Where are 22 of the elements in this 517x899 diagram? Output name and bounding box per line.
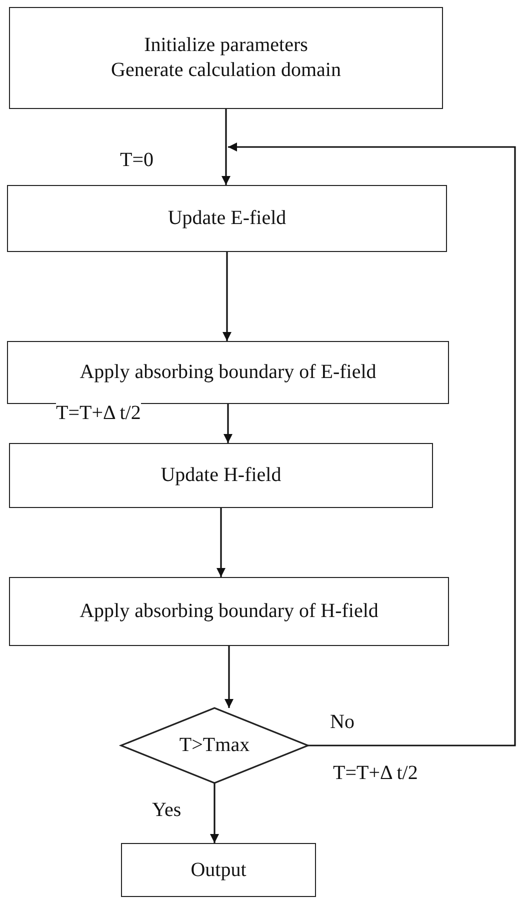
arrow <box>222 109 230 185</box>
node-text: T>Tmax <box>179 733 250 758</box>
arrow <box>224 404 232 443</box>
process-box <box>9 443 433 508</box>
node-text: Apply absorbing boundary of E-field <box>80 360 376 385</box>
node-text: Update H-field <box>160 463 282 488</box>
arrow <box>224 646 234 708</box>
arrow <box>216 508 226 577</box>
process-box <box>9 577 449 646</box>
process-box <box>9 7 443 109</box>
node-text: Update E-field <box>168 206 286 231</box>
process-box <box>7 341 449 404</box>
process-box <box>7 185 447 252</box>
decision-diamond <box>121 708 308 783</box>
arrow <box>222 252 232 341</box>
arrow <box>210 783 219 843</box>
node-text: Initialize parameters <box>144 33 308 58</box>
node-text: Output <box>190 858 246 882</box>
node-text: Generate calculation domain <box>111 58 341 83</box>
process-box <box>121 843 316 897</box>
arrow <box>228 142 516 746</box>
node-text: Apply absorbing boundary of H-field <box>80 599 378 624</box>
